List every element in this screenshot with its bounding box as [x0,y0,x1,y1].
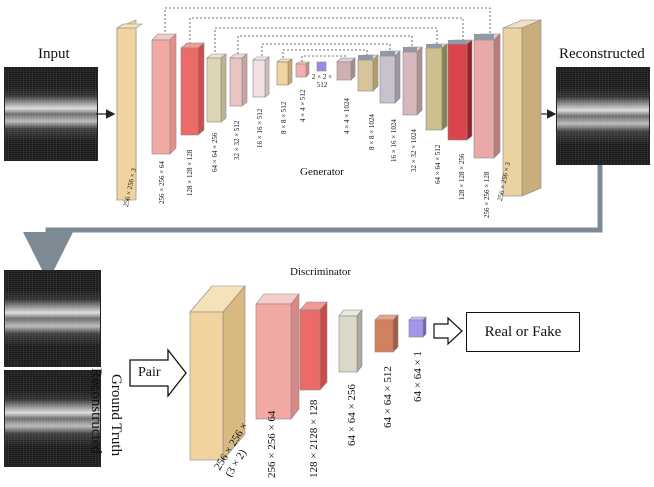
disc-label-4: 64 × 64 × 256 [346,384,358,446]
gen-layer-7 [276,61,289,86]
input-image [4,67,98,161]
gen-layer-5 [229,57,243,107]
reconstructed-pair-image [4,270,101,367]
gen-label-9: 2 × 2 × 512 [311,73,333,89]
discriminator-label: Discriminator [290,266,352,278]
disc-layer-5 [374,319,394,353]
disc-label-2: 256 × 256 × 64 [266,410,278,478]
reconstructed-output-image [556,67,650,165]
generator-diagram [116,19,542,201]
gen-layer-17 [502,27,523,197]
ground-truth-pair-image [4,370,101,467]
gen-layer-4 [206,57,222,123]
pair-label: Pair [138,365,161,380]
gen-layer-6 [252,59,266,98]
disc-layer-4 [338,315,358,373]
gen-layer-2 [151,39,171,155]
disc-layer-2 [255,303,292,420]
reconstructed-output-label: Reconstructed [559,46,645,62]
disc-label-3: 128 × 2128 × 128 [308,399,320,478]
gen-layer-9 [316,61,327,72]
pair-arrow [129,348,187,398]
disc-layer-1 [189,311,224,461]
disc-label-5: 64 × 64 × 512 [382,366,394,428]
input-label: Input [38,46,70,62]
gen-layer-8 [295,63,307,78]
disc-layer-3 [299,309,321,391]
disc-label-6: 64 × 64 × 1 [412,351,424,402]
gen-layer-10 [336,61,352,81]
disc-layer-6 [408,319,424,338]
generator-label: Generator [300,166,344,178]
gen-layer-3 [180,47,199,136]
real-or-fake-box: Real or Fake [466,312,580,352]
